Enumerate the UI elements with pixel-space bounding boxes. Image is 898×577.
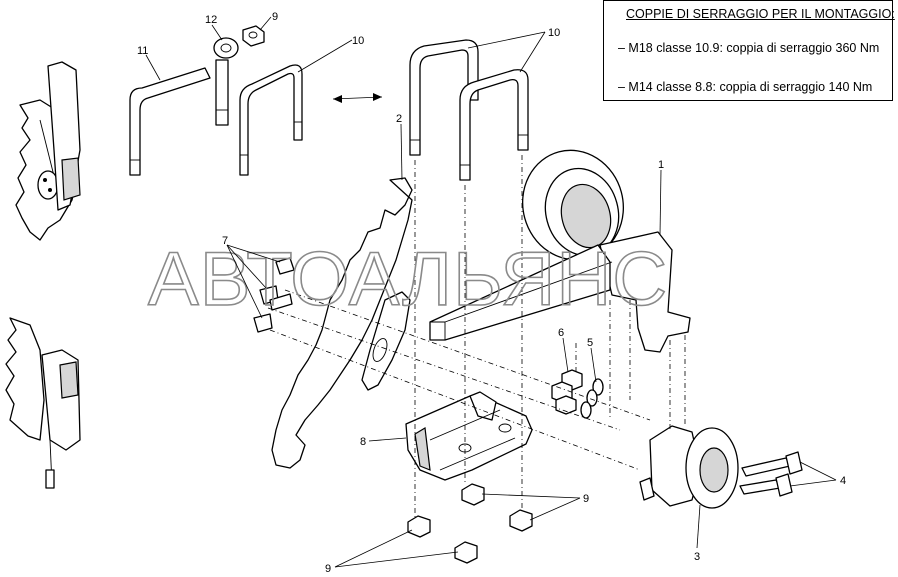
callout-9-top: 9	[272, 11, 278, 23]
callout-10-right: 10	[548, 27, 560, 39]
nut-9-top	[242, 25, 265, 47]
side-view-disc-bottom	[5, 317, 81, 489]
nuts-9-bottom	[407, 483, 533, 564]
torque-specs-title: COPPIE DI SERRAGGIO PER IL MONTAGGIO:	[626, 7, 895, 21]
callout-8: 8	[360, 436, 366, 448]
torque-spec-m14: – M14 classe 8.8: coppia di serraggio 14…	[618, 80, 873, 94]
callout-1: 1	[658, 159, 664, 171]
pin-11	[129, 67, 211, 176]
callout-4: 4	[840, 475, 846, 487]
torque-spec-m18: – M18 classe 10.9: coppia di serraggio 3…	[618, 41, 880, 55]
callout-9-right: 9	[583, 493, 589, 505]
torque-specs-box: COPPIE DI SERRAGGIO PER IL MONTAGGIO: – …	[603, 0, 895, 101]
side-view-disc-top	[15, 61, 81, 241]
callout-12: 12	[205, 14, 217, 26]
hub-spacer-1	[429, 149, 691, 353]
leader-lines	[145, 16, 837, 568]
hub-bearing-3	[639, 425, 739, 509]
callout-3: 3	[694, 551, 700, 563]
washers-5	[580, 378, 604, 419]
callout-6: 6	[558, 327, 564, 339]
nuts-6	[551, 369, 583, 415]
callout-2: 2	[396, 113, 402, 125]
callout-7: 7	[222, 235, 228, 247]
callout-11: 11	[137, 45, 148, 57]
disc-2	[271, 177, 413, 469]
u-bolt-10-left	[239, 64, 303, 176]
bracket-8	[405, 391, 533, 481]
watermark-text: АВТОАЛЬЯНС	[148, 237, 668, 322]
bolts-4	[739, 451, 803, 497]
callout-5: 5	[587, 337, 593, 349]
assembly-lines	[267, 155, 686, 520]
screws-7	[253, 257, 295, 333]
callout-10-left: 10	[352, 35, 364, 47]
eye-bolt-12	[213, 37, 239, 126]
callout-9-bottom: 9	[325, 563, 331, 575]
u-bolt-10-right-front	[459, 69, 529, 181]
double-arrow-icon	[332, 93, 383, 103]
